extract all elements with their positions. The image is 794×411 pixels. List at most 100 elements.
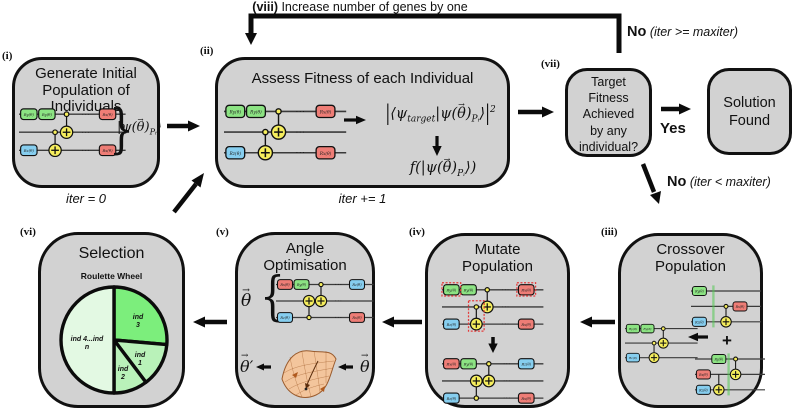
box-solution-text: Solution Found (710, 94, 789, 130)
theta-symbol: θ (241, 291, 252, 311)
title-line: Achieved (582, 107, 635, 122)
pi-subscript: Pᵢ (457, 168, 465, 179)
pie-slice-ind4n (59, 285, 116, 395)
title-line: Mutate (474, 241, 521, 258)
edge-label-yes: Yes (660, 120, 686, 137)
vector-arrow: → (241, 351, 249, 362)
pie-label-ind3: 3 (136, 322, 140, 329)
no-continue-condition: (iter < maxiter) (686, 175, 771, 189)
mutation-highlight-gate1 (441, 282, 462, 297)
vector-arrow: → (458, 100, 465, 110)
cost-landscape-surface (281, 350, 337, 398)
edge-label-no-maxiter: No (iter >= maxiter) (627, 24, 738, 40)
box-crossover-population: Crossover Population + (618, 233, 763, 408)
vector-arrow: → (137, 115, 144, 125)
step-number-ii: (ii) (200, 45, 214, 57)
pie-label-ind1: ind (135, 352, 146, 359)
box-assess-fitness: Assess Fitness of each Individual | ⟨ψtar… (215, 57, 510, 188)
descent-arrowhead (305, 383, 310, 389)
no-maxiter-condition: (iter >= maxiter) (646, 25, 739, 39)
box-assess-title: Assess Fitness of each Individual (251, 70, 474, 87)
theta-symbol: θ (442, 160, 452, 176)
f-close: ⟩) (464, 160, 477, 176)
title-line: Population (655, 257, 726, 275)
arrow-generate-to-assess (167, 120, 200, 132)
paren: ) (465, 105, 472, 122)
box-target-fitness: Target Fitness Achieved by any individua… (565, 68, 652, 157)
angle-optimisation-circuit (276, 277, 376, 327)
step-number-vi: (vi) (20, 226, 36, 238)
f-open: f(|ψ( (409, 160, 443, 176)
step-number-i: (i) (2, 50, 13, 62)
population-state-ket: |ψ(θ→)Pᵢ⟩ (117, 115, 162, 136)
title-line: Population (462, 257, 533, 275)
title-line: Found (728, 113, 771, 129)
box-mutate-title: Mutate Population (428, 241, 567, 275)
arrow-mutate-to-angle (382, 316, 422, 328)
rangle: ⟩ (479, 105, 486, 122)
surface-decoration (320, 386, 325, 392)
pie-label-ind1: 1 (138, 360, 142, 367)
abs-bar: | (485, 102, 490, 126)
box-target-text: Target Fitness Achieved by any individua… (568, 74, 649, 155)
box-generate-population: Generate Initial Population of Individua… (12, 57, 162, 188)
box-mutate-population: Mutate Population (425, 233, 570, 408)
pie-label-ind4n: n (85, 344, 89, 351)
title-line: Angle (285, 240, 325, 257)
vector-arrow: → (242, 284, 250, 296)
vector-arrow: → (443, 154, 451, 164)
arrow-assess-to-target (518, 106, 554, 118)
iter-increment-label: iter += 1 (338, 191, 387, 206)
title-line: Crossover (656, 241, 725, 258)
arrow-angle-to-selection (193, 316, 227, 328)
crossover-diagram: + (623, 280, 764, 408)
population-brace: } (109, 100, 134, 160)
title-line: Generate Initial (35, 65, 137, 82)
ket-close: ⟩ (156, 120, 162, 135)
box-selection-title: Selection (78, 245, 145, 262)
edge-label-no-continue: No (iter < maxiter) (667, 174, 771, 190)
step-number-vii: (vii) (541, 58, 560, 70)
fidelity-formula: |⟨ψtarget|ψ(θ→)Pᵢ⟩|2 (368, 100, 513, 126)
pie-label-ind2: 2 (120, 374, 125, 381)
mutation-diagram (436, 282, 566, 408)
step-number-v: (v) (216, 226, 229, 238)
pi-subscript: Pᵢ (471, 114, 480, 125)
arrow-target-to-crossover (640, 163, 661, 204)
title-line: Target (591, 75, 626, 89)
theta-prime-label: θ→′ (240, 351, 254, 376)
pie-label-ind4n: ind 4...ind (71, 336, 104, 343)
title-line: Solution (723, 95, 776, 111)
paren: ) (451, 160, 458, 176)
theta-input-label: θ→ (360, 351, 370, 376)
fitness-function-formula: f(|ψ(θ→)Pᵢ⟩) (378, 155, 508, 179)
ket-psi: |ψ( (435, 105, 458, 122)
loop-label-number: (viii) (252, 0, 278, 14)
circuit-after-mutation (442, 359, 543, 403)
box-crossover-title: Crossover Population (621, 241, 760, 275)
title-line: Fitness (588, 91, 629, 106)
pie-label-ind2: ind (118, 366, 129, 373)
target-subscript: target (407, 114, 436, 125)
ket-open: |ψ( (117, 120, 137, 135)
surface-decoration (292, 372, 298, 378)
loop-label: (viii) Increase number of genes by one (180, 0, 540, 14)
title-line: Optimisation (263, 256, 347, 274)
no-label: No (667, 174, 687, 190)
box-angle-optimisation: Angle Optimisation θ→ { θ→′ θ→ (235, 232, 375, 408)
theta-vector-label: θ→ (241, 285, 252, 311)
mutation-highlight-gate2 (516, 282, 537, 297)
arrow-target-to-solution (661, 103, 691, 115)
ket-paren: ) (144, 120, 150, 135)
title-line: individual? (578, 139, 639, 154)
box-selection: Selection Roulette Wheel ind 3 ind 1 ind… (38, 232, 185, 408)
prime-symbol: ′ (249, 357, 254, 376)
assess-fitness-circuit (224, 102, 348, 164)
theta-symbol: θ (240, 357, 250, 376)
minimum-point (304, 387, 308, 391)
parents-plus-sign: + (722, 331, 732, 350)
bra-psi: ⟨ψ (390, 105, 408, 122)
theta-symbol: θ (360, 357, 370, 376)
iter-zero-label: iter = 0 (65, 191, 107, 206)
